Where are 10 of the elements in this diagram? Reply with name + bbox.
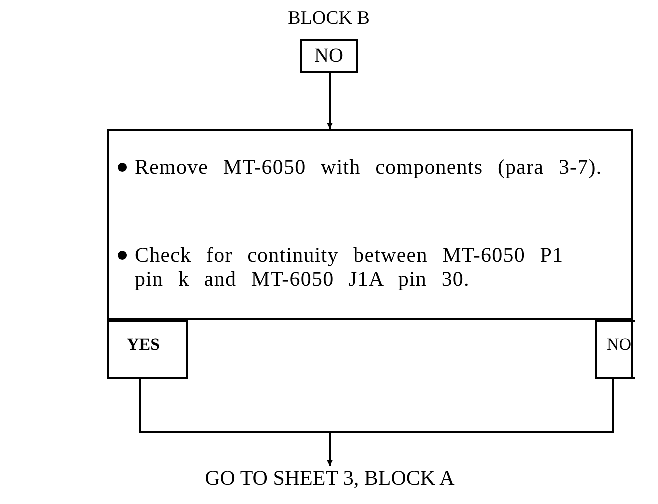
- answer-box: NO: [595, 320, 635, 379]
- instruction-box: [107, 129, 633, 379]
- answer-box: NO: [300, 39, 358, 73]
- answer-box: YES: [109, 320, 188, 379]
- block-heading: BLOCK B: [287, 8, 371, 30]
- arrow: [327, 379, 614, 466]
- destination-text: GO TO SHEET 3, BLOCK A: [204, 466, 456, 491]
- instruction-step: Remove MT-6050 with components (para 3-7).: [133, 155, 605, 179]
- arrow: [327, 72, 333, 129]
- instruction-step: Check for continuity between MT-6050 P1 pin k and MT-6050 J1A pin 30.: [133, 243, 575, 291]
